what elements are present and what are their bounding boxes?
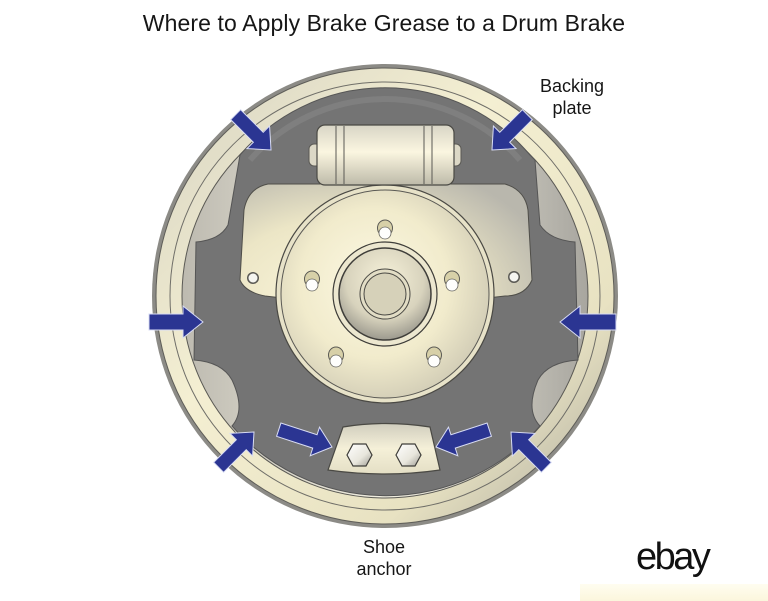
arrow-icon [435, 422, 493, 457]
backing-plate-label-line2: plate [552, 98, 592, 118]
mounting-hole-right [508, 271, 520, 283]
arrow-icon [510, 431, 553, 474]
wheel-stud [304, 270, 320, 292]
hex-bolt [395, 443, 422, 467]
shoe-anchor-label: Shoe anchor [334, 536, 434, 580]
shoe-anchor [327, 422, 441, 475]
arrow-icon [491, 108, 534, 151]
page-title: Where to Apply Brake Grease to a Drum Br… [142, 10, 626, 36]
mounting-hole-left [247, 272, 259, 284]
shoe-anchor-label-line2: anchor [356, 559, 412, 579]
arrow-icon [148, 304, 204, 340]
logo-glow [580, 584, 768, 601]
arrow-icon [229, 108, 272, 151]
hex-bolt [346, 443, 373, 467]
arrow-icon [275, 422, 333, 457]
arrow-icon [212, 431, 255, 474]
wheel-stud [328, 346, 344, 368]
backing-plate-label: Backing plate [522, 75, 622, 119]
arrow-icon [559, 304, 617, 340]
grease-arrows [148, 108, 617, 474]
wheel-stud [377, 219, 393, 240]
wheel-cylinder [308, 124, 462, 186]
wheel-studs [304, 219, 460, 368]
wheel-stud [444, 270, 460, 292]
backing-plate-label-line1: Backing [539, 76, 605, 96]
wheel-stud [426, 346, 442, 368]
shoe-anchor-label-line1: Shoe [362, 537, 406, 557]
ebay-logo: ebay [636, 536, 711, 578]
hub [275, 184, 495, 404]
